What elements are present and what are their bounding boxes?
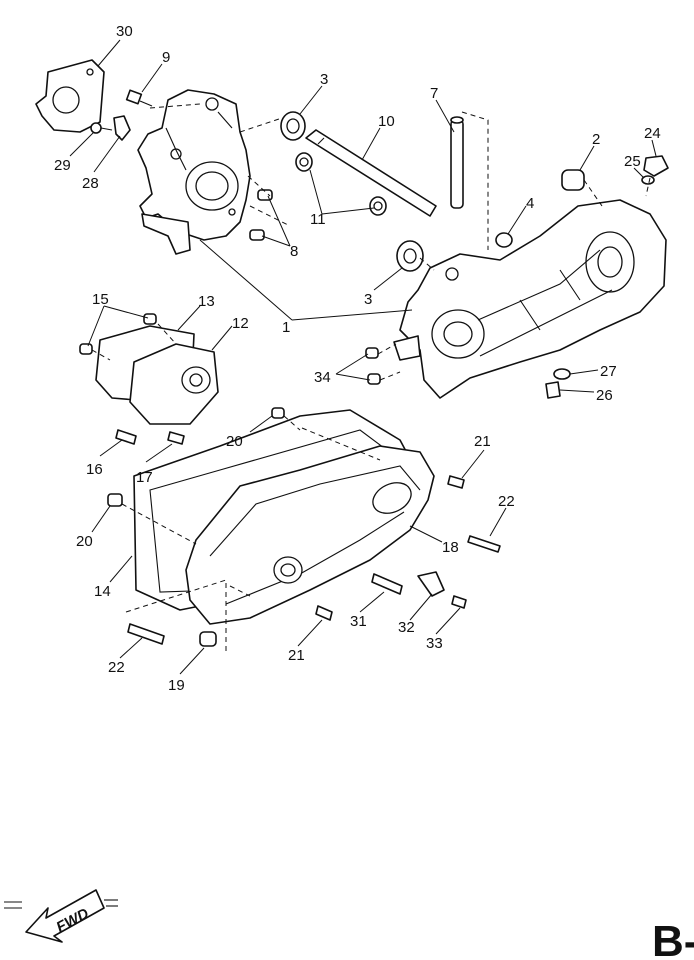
part-8-dowels — [249, 189, 273, 241]
callout-13: 13 — [198, 293, 215, 310]
callout-3-lower: 3 — [364, 291, 372, 308]
callout-8: 8 — [290, 243, 298, 260]
part-20-dowel-upper — [271, 407, 285, 419]
callout-labels: 30 9 29 28 3 10 7 2 24 25 11 4 8 3 1 15 … — [54, 23, 661, 694]
part-31-bolt — [371, 573, 403, 595]
part-20-dowel-lower — [107, 493, 123, 507]
part-4-clip — [495, 232, 513, 248]
callout-16: 16 — [86, 461, 103, 478]
callout-26: 26 — [596, 387, 613, 404]
part-7-pin — [450, 116, 464, 209]
part-19-dowel — [199, 631, 217, 647]
callout-31: 31 — [350, 613, 367, 630]
callout-18: 18 — [442, 539, 459, 556]
part-30-plate — [35, 59, 105, 133]
callout-21-upper: 21 — [474, 433, 491, 450]
right-crankcase-half — [393, 199, 667, 399]
callout-34: 34 — [314, 369, 331, 386]
callout-33: 33 — [426, 635, 443, 652]
part-26-drain-bolt — [545, 381, 561, 399]
callout-17: 17 — [136, 469, 153, 486]
callout-10: 10 — [378, 113, 395, 130]
part-2-bushing — [561, 169, 585, 191]
sheet-code: B- — [652, 917, 694, 960]
callout-29: 29 — [54, 157, 71, 174]
part-16-bolt — [115, 429, 137, 445]
part-34-bolts — [365, 347, 381, 385]
left-crankcase-half — [137, 89, 251, 255]
part-3-bearing-upper — [280, 111, 306, 141]
part-32-clamp — [417, 571, 445, 597]
part-12-pump-cover — [129, 343, 219, 425]
callout-32: 32 — [398, 619, 415, 636]
leader-lines — [69, 39, 657, 675]
part-33-bolt — [451, 595, 467, 609]
part-24-plug — [643, 155, 669, 177]
callout-11: 11 — [310, 211, 326, 228]
callout-4: 4 — [526, 195, 534, 212]
callout-2: 2 — [592, 131, 600, 148]
part-27-washer — [553, 368, 571, 380]
callout-20-upper: 20 — [226, 433, 243, 450]
callout-19: 19 — [168, 677, 185, 694]
callout-25: 25 — [624, 153, 641, 170]
part-29-bolt — [90, 122, 113, 134]
callout-14: 14 — [94, 583, 111, 600]
callout-30: 30 — [116, 23, 133, 40]
part-15-dowels — [79, 313, 157, 355]
callout-27: 27 — [600, 363, 617, 380]
part-25-oring — [641, 175, 655, 185]
part-17-bolt — [167, 431, 185, 445]
part-28-clip — [113, 115, 131, 141]
part-22-bolt-left — [127, 623, 165, 645]
part-22-bolt-right — [467, 535, 501, 553]
callout-21-lower: 21 — [288, 647, 305, 664]
assembly-guide-lines — [91, 103, 651, 652]
part-9-bolt — [125, 89, 153, 107]
callout-3-upper: 3 — [320, 71, 328, 88]
callout-20-lower: 20 — [76, 533, 93, 550]
part-3-bearing-lower — [396, 240, 424, 272]
callout-12: 12 — [232, 315, 249, 332]
part-10-shaft — [305, 129, 437, 217]
part-18-crankcase-cover — [185, 445, 435, 625]
fwd-arrow: FWD — [4, 889, 118, 943]
callout-7: 7 — [430, 85, 438, 102]
callout-28: 28 — [82, 175, 99, 192]
part-21-bolt-lower — [315, 605, 333, 621]
callout-22-right: 22 — [498, 493, 515, 510]
callout-22-left: 22 — [108, 659, 125, 676]
callout-1: 1 — [282, 319, 290, 336]
part-21-bolt-upper — [447, 475, 465, 489]
callout-24: 24 — [644, 125, 661, 142]
callout-15: 15 — [92, 291, 109, 308]
part-11-washers — [295, 152, 387, 216]
callout-9: 9 — [162, 49, 170, 66]
